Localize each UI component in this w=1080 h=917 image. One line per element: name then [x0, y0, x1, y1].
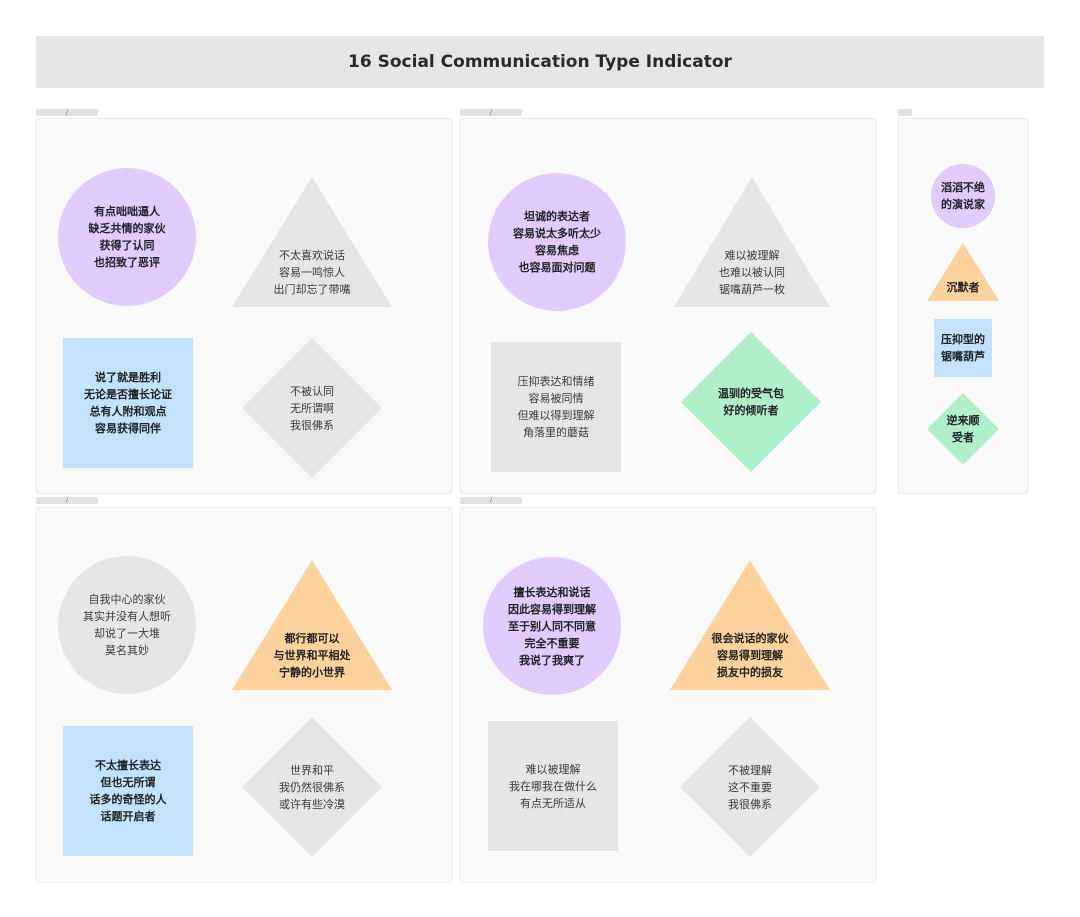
- square-text: 难以被理解 我在哪我在做什么 有点无所适从: [509, 762, 597, 810]
- diamond-text: 世界和平 我仍然很佛系 或许有些冷漠: [279, 763, 345, 811]
- triangle-shape: [232, 560, 392, 690]
- quadrant-panel-3: 自我中心的家伙 其实并没有人想听 却说了一大堆 莫名其妙 都行都可以 与世界和平…: [36, 507, 452, 883]
- square-shape: [63, 726, 193, 856]
- triangle-text: 难以被理解 也难以被认同 锯嘴葫芦一枚: [719, 248, 785, 296]
- diamond-polygon: [242, 338, 382, 478]
- diamond-polygon: [680, 717, 820, 857]
- panel-tab-4[interactable]: /: [460, 497, 522, 504]
- circle-shape: [488, 173, 626, 311]
- quadrant-panel-2: 坦诚的表达者 容易说太多听太少 容易焦虑 也容易面对问题 难以被理解 也难以被认…: [460, 118, 876, 494]
- triangle-polygon: [674, 177, 830, 307]
- legend-square-shape: [934, 319, 992, 377]
- diamond-polygon: [681, 332, 821, 472]
- legend-circle-shape: [931, 164, 995, 228]
- triangle-shape: [674, 177, 830, 307]
- diamond-shape: [681, 332, 821, 472]
- square-text: 压抑表达和情绪 容易被同情 但难以得到理解 角落里的蘑菇: [517, 375, 595, 439]
- triangle-shape: [232, 177, 392, 307]
- legend-triangle-shape: [927, 243, 999, 301]
- legend-triangle-polygon: [927, 243, 999, 301]
- triangle-text: 很会说话的家伙 容易得到理解 损友中的损友: [711, 631, 789, 679]
- legend-diamond-text: 逆来顺 受者: [946, 414, 980, 444]
- legend-diamond-polygon: [927, 393, 999, 465]
- diamond-shape: [242, 717, 382, 857]
- circle-shape: [58, 556, 196, 694]
- legend-triangle-text: 沉默者: [946, 280, 980, 294]
- triangle-text: 都行都可以 与世界和平相处 宁静的小世界: [273, 631, 351, 679]
- circle-shape: [58, 168, 196, 306]
- diamond-text: 不被认同 无所谓啊 我很佛系: [290, 384, 334, 432]
- square-text: 不太擅长表达 但也无所谓 话多的奇怪的人 话题开启者: [89, 759, 167, 823]
- triangle-text: 不太喜欢说话 容易一鸣惊人 出门却忘了带嘴: [273, 248, 351, 296]
- quadrant-panel-1: 有点咄咄逼人 缺乏共情的家伙 获得了认同 也招致了恶评 不太喜欢说话 容易一鸣惊…: [36, 118, 452, 494]
- panel-tab-legend[interactable]: [898, 109, 912, 116]
- diamond-text: 温驯的受气包 好的倾听者: [718, 387, 784, 417]
- circle-text: 有点咄咄逼人 缺乏共情的家伙 获得了认同 也招致了恶评: [88, 205, 166, 269]
- panel-tab-3[interactable]: /: [36, 497, 98, 504]
- triangle-polygon: [232, 177, 392, 307]
- square-shape: [491, 342, 621, 472]
- square-shape: [63, 338, 193, 468]
- triangle-polygon: [232, 560, 392, 690]
- legend-square-text: 压抑型的 锯嘴葫芦: [941, 333, 985, 363]
- diamond-shape: [680, 717, 820, 857]
- square-text: 说了就是胜利 无论是否擅长论证 总有人附和观点 容易获得同伴: [84, 371, 172, 435]
- circle-text: 坦诚的表达者 容易说太多听太少 容易焦虑 也容易面对问题: [513, 210, 601, 274]
- panel-tab-1[interactable]: /: [36, 109, 98, 116]
- triangle-shape: [670, 560, 830, 690]
- circle-text: 自我中心的家伙 其实并没有人想听 却说了一大堆 莫名其妙: [83, 593, 171, 657]
- diamond-polygon: [242, 717, 382, 857]
- legend-diamond-shape: [927, 393, 999, 465]
- page-title: 16 Social Communication Type Indicator: [36, 36, 1044, 88]
- circle-text: 擅长表达和说话 因此容易得到理解 至于别人同不同意 完全不重要 我说了我爽了: [508, 585, 596, 667]
- panel-tab-2[interactable]: /: [460, 109, 522, 116]
- square-shape: [488, 721, 618, 851]
- quadrant-panel-4: 擅长表达和说话 因此容易得到理解 至于别人同不同意 完全不重要 我说了我爽了 很…: [460, 507, 876, 883]
- circle-shape: [483, 557, 621, 695]
- diamond-shape: [242, 338, 382, 478]
- triangle-polygon: [670, 560, 830, 690]
- legend-panel: 滔滔不绝 的演说家 沉默者 压抑型的 锯嘴葫芦 逆来顺 受者: [898, 118, 1028, 494]
- legend-circle-text: 滔滔不绝 的演说家: [941, 181, 985, 211]
- diamond-text: 不被理解 这不重要 我很佛系: [728, 763, 772, 811]
